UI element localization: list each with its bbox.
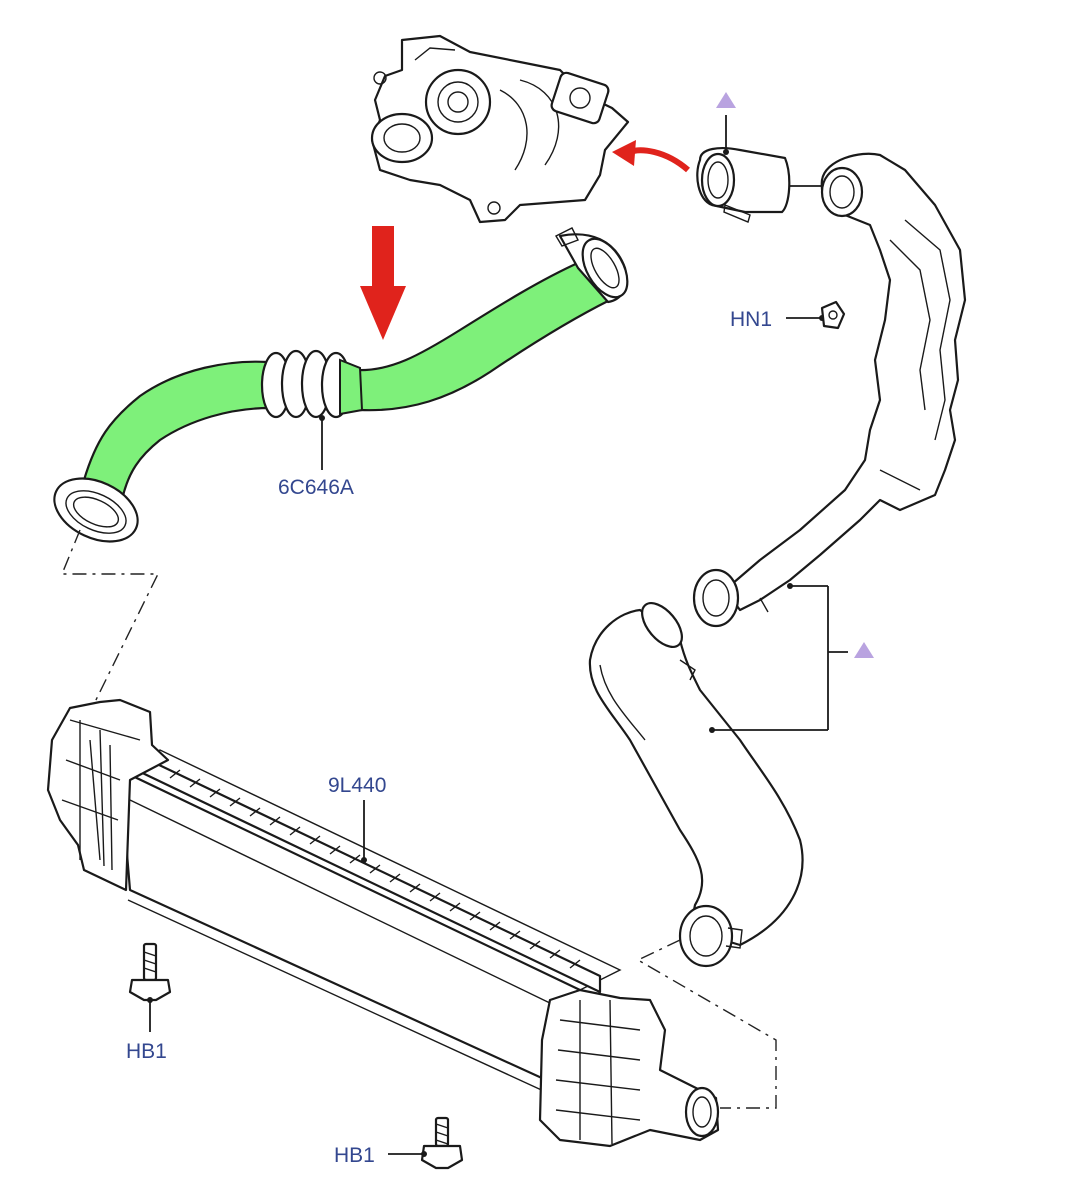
red-down-arrow-icon [360,226,406,340]
triangle-marker-icon [854,642,874,658]
bracket-lines [709,583,848,733]
callout-intercooler: 9L440 [328,774,386,797]
callout-bolt-bottom: HB1 [334,1144,375,1167]
intake-pipe-right [692,152,967,628]
intercooler-9l440 [46,698,720,1148]
highlighted-hose-6c646a [53,227,629,543]
hose-end-clamp-top [555,227,629,304]
red-curved-arrow-icon [612,140,690,173]
callout-bolt-left: HB1 [126,1040,167,1063]
lower-hose-right [588,602,804,968]
hose-clamp-top [696,115,791,223]
bolt-hb1-left: HB1 [126,942,172,1063]
turbocharger [370,34,630,224]
callout-hose: 6C646A [278,476,354,499]
hose-corrugation [260,349,364,419]
bolt-hb1-bottom: HB1 [334,1116,464,1170]
hose-end-clamp-bottom [53,477,139,543]
nut-hn1: HN1 [730,300,846,331]
triangle-marker-icon [716,92,736,108]
callout-nut: HN1 [730,308,772,331]
